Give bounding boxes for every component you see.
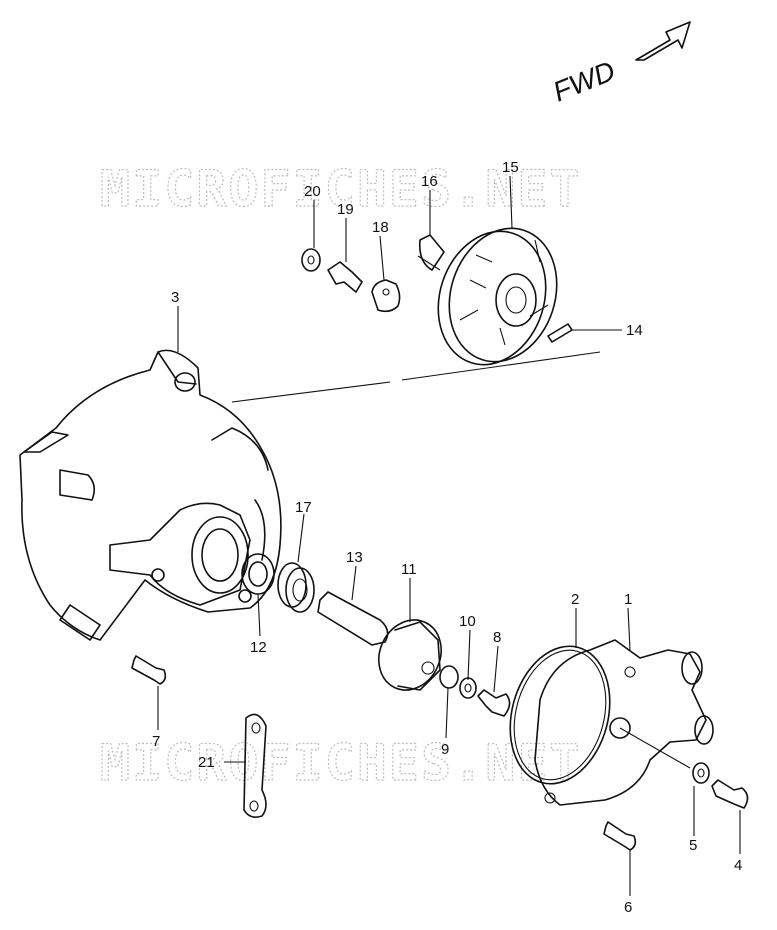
callout-1: 1: [624, 591, 632, 608]
part-fitting: [327, 261, 363, 293]
callout-8: 8: [493, 629, 501, 646]
part-cover: [19, 349, 282, 641]
part-bracket: [243, 713, 267, 818]
callout-17: 17: [295, 499, 312, 516]
callout-2: 2: [571, 591, 579, 608]
part-seal: [241, 553, 275, 595]
callout-12: 12: [250, 639, 267, 656]
part-pump-housing: [534, 639, 714, 806]
callout-3: 3: [171, 289, 179, 306]
callout-14: 14: [626, 322, 643, 339]
callout-18: 18: [372, 219, 389, 236]
callout-9: 9: [441, 741, 449, 758]
part-impeller: [378, 619, 442, 691]
part-bolt-4: [711, 779, 749, 809]
part-rotor: [437, 227, 558, 366]
part-bolt-7: [131, 655, 167, 685]
callout-13: 13: [346, 549, 363, 566]
callout-19: 19: [337, 201, 354, 218]
callout-21: 21: [198, 754, 215, 771]
part-clip: [418, 234, 445, 271]
watermark-top: MICROFICHES.NET: [100, 160, 582, 218]
part-bolt-8: [477, 689, 511, 717]
callout-5: 5: [689, 837, 697, 854]
callout-7: 7: [152, 733, 160, 750]
callout-4: 4: [734, 857, 742, 874]
callout-labels: 1 2 3 4 5 6 7 8 9 10 11 12 13 14 15 16 1…: [152, 159, 742, 916]
part-washer-5: [692, 762, 710, 784]
callout-leaders: [157, 175, 741, 896]
part-spacer: [371, 279, 401, 313]
callout-11: 11: [401, 561, 417, 578]
part-pin: [547, 323, 573, 343]
callout-6: 6: [624, 899, 632, 916]
part-washer-top: [301, 248, 321, 272]
watermark-bottom: MICROFICHES.NET: [100, 734, 582, 792]
part-washer-9: [439, 665, 459, 689]
cover-leader-line: [231, 351, 601, 403]
callout-15: 15: [502, 159, 519, 176]
fwd-arrow-icon: [635, 21, 691, 61]
part-mechanical-seal: [277, 562, 315, 613]
callout-16: 16: [421, 173, 438, 190]
part-shaft: [317, 591, 389, 646]
part-bolt-6: [603, 821, 637, 851]
fwd-label: FWD: [549, 55, 620, 108]
callout-10: 10: [459, 613, 476, 630]
callout-20: 20: [304, 183, 321, 200]
part-washer-10: [459, 677, 477, 699]
fwd-indicator: FWD: [549, 21, 691, 108]
